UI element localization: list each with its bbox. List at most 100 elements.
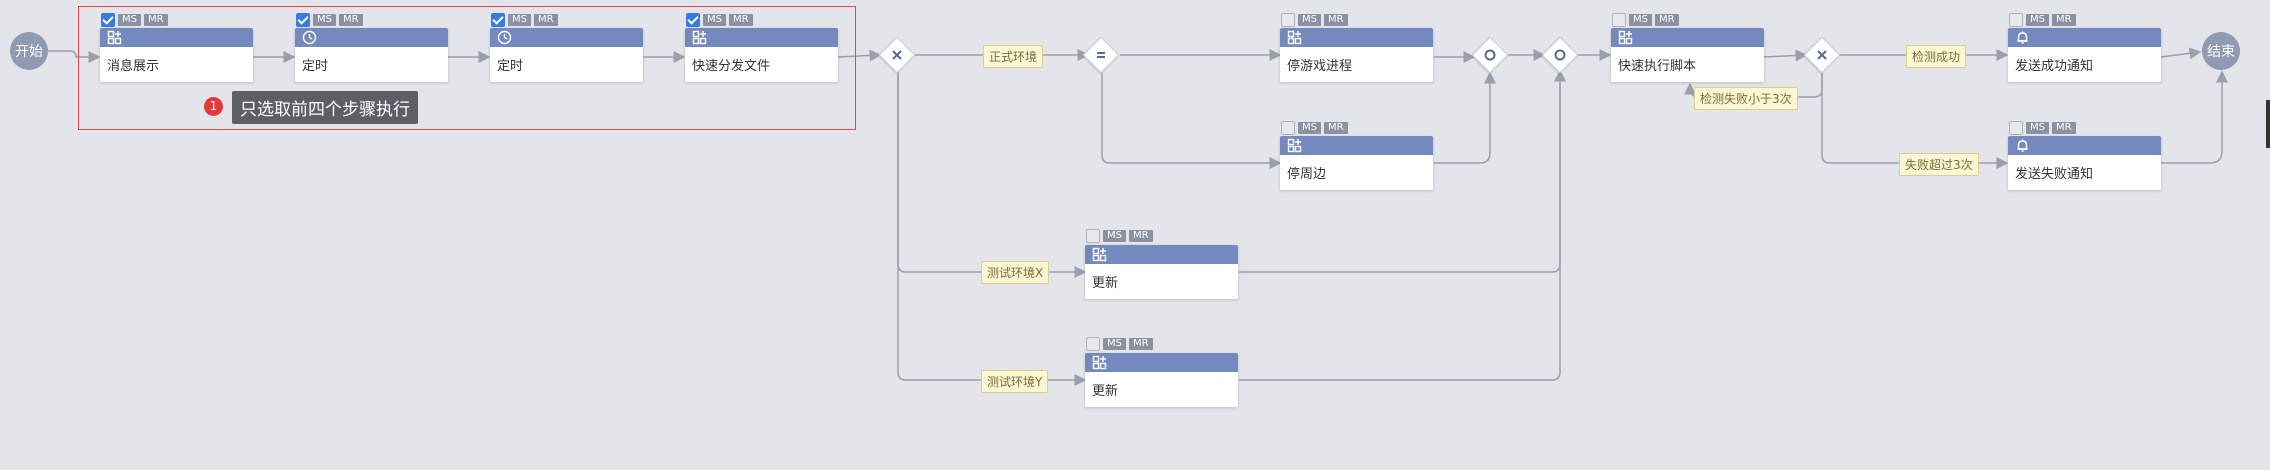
task-checkbox[interactable]: [1612, 13, 1626, 27]
task-badges: MS MR: [1612, 13, 1679, 27]
task-node-stop-peripherals[interactable]: 停周边: [1280, 136, 1433, 190]
task-checkbox[interactable]: [1281, 121, 1295, 135]
task-badges: MS MR: [101, 13, 168, 27]
ms-badge[interactable]: MS: [1298, 14, 1321, 26]
ms-badge[interactable]: MS: [2026, 122, 2049, 134]
ms-badge[interactable]: MS: [703, 14, 726, 26]
task-checkbox[interactable]: [686, 13, 700, 27]
edge-label-check-success[interactable]: 检测成功: [1906, 45, 1967, 68]
task-checkbox[interactable]: [1086, 229, 1100, 243]
task-label: 定时: [302, 59, 329, 74]
task-node-fast-execute-script[interactable]: 快速执行脚本: [1611, 28, 1764, 82]
exclusive-gateway-check[interactable]: [1803, 36, 1841, 74]
task-label: 停游戏进程: [1287, 59, 1353, 74]
mr-badge[interactable]: MR: [728, 14, 753, 26]
edge-t10-end: [2160, 47, 2202, 60]
task-node-timer-1[interactable]: 定时: [295, 28, 448, 82]
task-label: 快速分发文件: [692, 59, 771, 74]
task-label: 快速执行脚本: [1618, 59, 1697, 74]
task-checkbox[interactable]: [2009, 13, 2023, 27]
edge-g1-t7: [897, 71, 1087, 278]
mr-badge[interactable]: MR: [1128, 338, 1153, 350]
task-node-fast-file-distribution[interactable]: 快速分发文件: [685, 28, 838, 82]
module-icon: [1092, 355, 1107, 370]
module-icon: [1287, 30, 1302, 45]
edge-start-t1: [48, 50, 101, 63]
edge-label-check-fail-lt3[interactable]: 检测失败小于3次: [1694, 87, 1798, 110]
module-icon: [1287, 138, 1302, 153]
selection-box: [78, 6, 856, 130]
exclusive-gateway-env[interactable]: [878, 36, 916, 74]
ms-badge[interactable]: MS: [1298, 122, 1321, 134]
edge-label-prod-env[interactable]: 正式环境: [983, 45, 1044, 68]
circle-icon: [1484, 49, 1496, 61]
circle-icon: [1554, 49, 1566, 61]
annotation-number-badge: 1: [204, 97, 223, 116]
x-icon: [1817, 50, 1827, 60]
task-node-send-failure-notice[interactable]: 发送失败通知: [2008, 136, 2161, 190]
start-node[interactable]: 开始: [10, 32, 48, 70]
right-panel-handle[interactable]: [2266, 100, 2270, 148]
ms-badge[interactable]: MS: [2026, 14, 2049, 26]
converge-gateway-1[interactable]: [1471, 36, 1509, 74]
mr-badge[interactable]: MR: [1654, 14, 1679, 26]
task-node-update-y[interactable]: 更新: [1085, 353, 1238, 407]
ms-badge[interactable]: MS: [1629, 14, 1652, 26]
task-badges: MS MR: [2009, 13, 2076, 27]
task-label: 发送失败通知: [2015, 167, 2094, 182]
mr-badge[interactable]: MR: [1323, 122, 1348, 134]
mr-badge[interactable]: MR: [143, 14, 168, 26]
equals-icon: [1097, 51, 1105, 58]
module-icon: [1618, 30, 1633, 45]
task-badges: MS MR: [1281, 121, 1348, 135]
task-checkbox[interactable]: [2009, 121, 2023, 135]
module-icon: [1092, 247, 1107, 262]
task-badges: MS MR: [1281, 13, 1348, 27]
bell-icon: [2017, 31, 2028, 44]
clock-icon: [302, 30, 317, 45]
task-node-stop-game-process[interactable]: 停游戏进程: [1280, 28, 1433, 82]
mr-badge[interactable]: MR: [2051, 14, 2076, 26]
task-badges: MS MR: [296, 13, 363, 27]
edge-label-test-env-x[interactable]: 测试环境X: [981, 261, 1050, 284]
ms-badge[interactable]: MS: [1103, 230, 1126, 242]
task-label: 停周边: [1287, 167, 1327, 182]
task-label: 定时: [497, 59, 524, 74]
task-node-send-success-notice[interactable]: 发送成功通知: [2008, 28, 2161, 82]
end-node[interactable]: 结束: [2202, 32, 2240, 70]
edge-g2-t6: [1101, 71, 1282, 169]
mr-badge[interactable]: MR: [2051, 122, 2076, 134]
task-label: 更新: [1092, 384, 1119, 399]
task-badges: MS MR: [2009, 121, 2076, 135]
task-node-timer-2[interactable]: 定时: [490, 28, 643, 82]
task-label: 更新: [1092, 276, 1119, 291]
edge-label-fail-gt3[interactable]: 失败超过3次: [1899, 153, 1979, 176]
task-badges: MS MR: [491, 13, 558, 27]
ms-badge[interactable]: MS: [1103, 338, 1126, 350]
converge-gateway-2[interactable]: [1541, 36, 1579, 74]
mr-badge[interactable]: MR: [338, 14, 363, 26]
ms-badge[interactable]: MS: [313, 14, 336, 26]
task-label: 发送成功通知: [2015, 59, 2094, 74]
task-checkbox[interactable]: [491, 13, 505, 27]
task-checkbox[interactable]: [1086, 337, 1100, 351]
ms-badge[interactable]: MS: [118, 14, 141, 26]
task-checkbox[interactable]: [296, 13, 310, 27]
ms-badge[interactable]: MS: [508, 14, 531, 26]
mr-badge[interactable]: MR: [533, 14, 558, 26]
mr-badge[interactable]: MR: [1128, 230, 1153, 242]
task-node-update-x[interactable]: 更新: [1085, 245, 1238, 299]
mr-badge[interactable]: MR: [1323, 14, 1348, 26]
task-checkbox[interactable]: [101, 13, 115, 27]
edge-label-test-env-y[interactable]: 测试环境Y: [981, 370, 1049, 393]
parallel-gateway-split[interactable]: [1082, 36, 1120, 74]
annotation-tooltip: 只选取前四个步骤执行: [232, 91, 418, 124]
module-icon: [107, 30, 122, 45]
task-badges: MS MR: [1086, 337, 1153, 351]
task-node-message-display[interactable]: 消息展示: [100, 28, 253, 82]
module-icon: [692, 30, 707, 45]
task-checkbox[interactable]: [1281, 13, 1295, 27]
edge-t8-g4: [1239, 69, 1566, 381]
edge-g5-t11: [1821, 71, 2009, 169]
